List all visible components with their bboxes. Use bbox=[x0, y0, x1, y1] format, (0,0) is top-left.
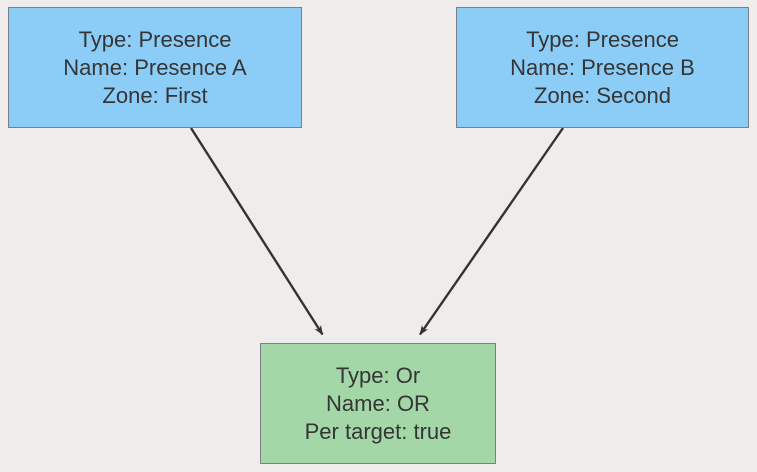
node-presence-a-line-name: Name: Presence A bbox=[63, 54, 247, 80]
node-or-line-per-target: Per target: true bbox=[304, 418, 452, 444]
node-presence-a-line-zone: Zone: First bbox=[102, 82, 208, 108]
node-presence-a-line-type: Type: Presence bbox=[78, 26, 232, 52]
node-presence-b-line-type: Type: Presence bbox=[526, 26, 679, 52]
node-or-line-type: Type: Or bbox=[335, 362, 421, 388]
node-presence-b-line-zone: Zone: Second bbox=[534, 82, 671, 108]
edge-presence-a-to-or bbox=[189, 127, 324, 336]
node-or[interactable]: Type: Or Name: OR Per target: true bbox=[260, 343, 496, 464]
node-presence-b[interactable]: Type: Presence Name: Presence B Zone: Se… bbox=[456, 7, 749, 128]
node-presence-b-line-name: Name: Presence B bbox=[510, 54, 695, 80]
node-presence-a[interactable]: Type: Presence Name: Presence A Zone: Fi… bbox=[8, 7, 302, 128]
edge-presence-b-to-or bbox=[419, 127, 564, 336]
node-or-line-name: Name: OR bbox=[326, 390, 430, 416]
